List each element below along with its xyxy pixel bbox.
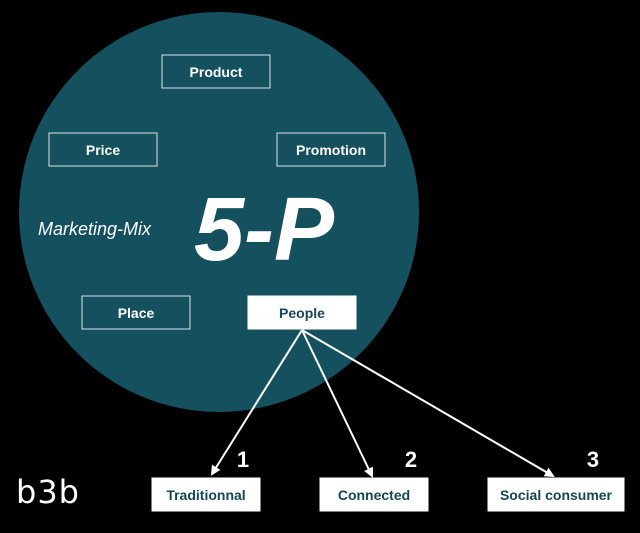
social-consumer-label: Social consumer xyxy=(500,487,613,503)
number-label-2: 2 xyxy=(405,447,417,472)
price-box: Price xyxy=(48,132,158,167)
promotion-label: Promotion xyxy=(296,142,366,158)
traditionnal-box: Traditionnal xyxy=(151,477,261,512)
arrow-to-connected xyxy=(301,329,374,478)
arrow-to-social-consumer xyxy=(301,329,555,478)
people-box: People xyxy=(247,295,357,330)
promotion-box: Promotion xyxy=(276,132,386,167)
product-box: Product xyxy=(161,54,271,89)
people-label: People xyxy=(279,305,325,321)
place-box: Place xyxy=(81,295,191,330)
connected-label: Connected xyxy=(338,487,410,503)
number-label-3: 3 xyxy=(587,447,599,472)
five-p-title: 5-P xyxy=(194,180,335,280)
price-label: Price xyxy=(86,142,120,158)
traditionnal-label: Traditionnal xyxy=(166,487,245,503)
connected-box: Connected xyxy=(319,477,429,512)
product-label: Product xyxy=(190,64,243,80)
number-label-1: 1 xyxy=(237,447,249,472)
arrow-to-traditionnal xyxy=(210,329,303,476)
marketing-mix-subtitle: Marketing-Mix xyxy=(38,219,152,239)
b3b-logo: b3b xyxy=(16,473,80,511)
place-label: Place xyxy=(118,305,155,321)
social-consumer-box: Social consumer xyxy=(487,477,625,512)
